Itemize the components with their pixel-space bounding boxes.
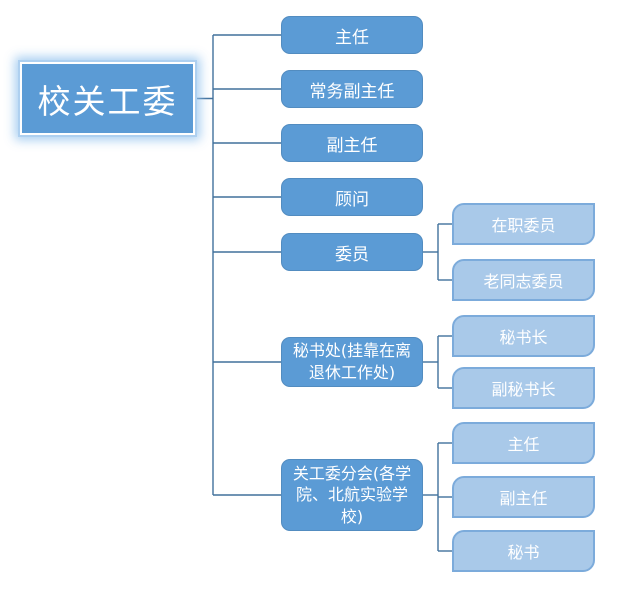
node-leaf-inservice-members[interactable]: 在职委员 — [452, 203, 595, 245]
node-branch-executive-deputy-director[interactable]: 常务副主任 — [281, 70, 423, 108]
node-branch-members[interactable]: 委员 — [281, 233, 423, 271]
node-branch-subcommittees[interactable]: 关工委分会(各学院、北航实验学校) — [281, 459, 423, 531]
node-leaf-subcommittee-director[interactable]: 主任 — [452, 422, 595, 464]
node-branch-deputy-director[interactable]: 副主任 — [281, 124, 423, 162]
node-branch-director[interactable]: 主任 — [281, 16, 423, 54]
node-branch-advisor[interactable]: 顾问 — [281, 178, 423, 216]
node-root-committee[interactable]: 校关工委 — [20, 62, 195, 135]
node-leaf-subcommittee-secretary[interactable]: 秘书 — [452, 530, 595, 572]
node-leaf-veteran-members[interactable]: 老同志委员 — [452, 259, 595, 301]
node-branch-secretariat[interactable]: 秘书处(挂靠在离退休工作处) — [281, 337, 423, 387]
node-leaf-secretary-general[interactable]: 秘书长 — [452, 315, 595, 357]
node-leaf-deputy-secretary-general[interactable]: 副秘书长 — [452, 367, 595, 409]
node-leaf-subcommittee-deputy-director[interactable]: 副主任 — [452, 476, 595, 518]
